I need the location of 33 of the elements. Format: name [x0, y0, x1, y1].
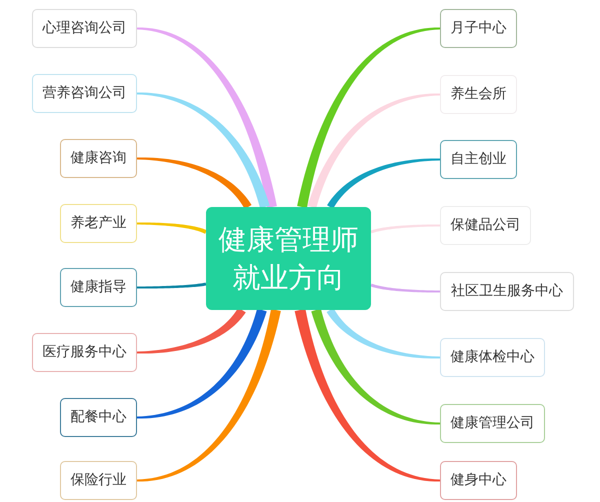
branch-connector — [370, 284, 440, 292]
branch-connector — [370, 224, 440, 234]
branch-topic: 营养咨询公司 — [32, 74, 137, 113]
branch-topic: 社区卫生服务中心 — [440, 272, 574, 311]
branch-connector — [294, 308, 440, 482]
branch-topic: 配餐中心 — [60, 398, 137, 437]
branch-connector — [137, 308, 246, 354]
branch-topic: 养老产业 — [60, 204, 137, 243]
branch-connector — [137, 92, 270, 208]
branch-topic: 健康管理公司 — [440, 404, 545, 443]
branch-topic: 心理咨询公司 — [32, 9, 137, 48]
branch-connector — [137, 282, 206, 288]
branch-topic: 保险行业 — [60, 461, 137, 500]
branch-topic: 健身中心 — [440, 461, 517, 500]
branch-topic: 养生会所 — [440, 75, 517, 114]
branch-connector — [311, 308, 440, 424]
branch-topic: 健康指导 — [60, 268, 137, 307]
branch-connector — [137, 28, 277, 208]
central-topic: 健康管理师就业方向 — [206, 207, 371, 310]
branch-topic: 自主创业 — [440, 140, 517, 179]
branch-connector — [137, 222, 207, 234]
branch-connector — [326, 308, 440, 359]
branch-connector — [137, 308, 267, 419]
branch-connector — [137, 309, 281, 482]
branch-topic: 医疗服务中心 — [32, 333, 137, 372]
branch-connector — [137, 157, 252, 209]
branch-connector — [327, 158, 440, 209]
branch-connector — [308, 94, 440, 208]
branch-topic: 健康咨询 — [60, 139, 137, 178]
branch-topic: 健康体检中心 — [440, 338, 545, 377]
branch-topic: 保健品公司 — [440, 206, 531, 245]
branch-topic: 月子中心 — [440, 9, 517, 48]
branch-connector — [297, 28, 440, 208]
